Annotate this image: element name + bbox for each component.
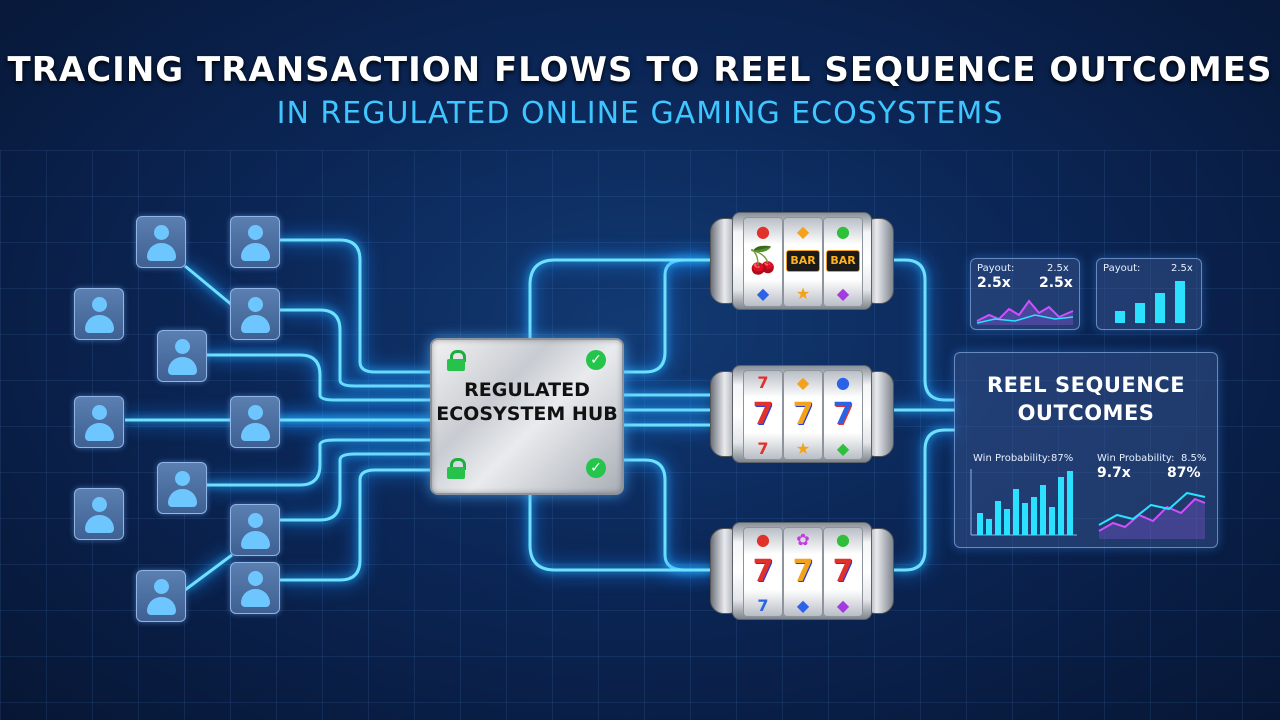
user-icon bbox=[230, 396, 280, 448]
user-icon bbox=[230, 504, 280, 556]
reel: ● 7 ◆ bbox=[823, 370, 863, 460]
outcomes-title: REEL SEQUENCE OUTCOMES bbox=[986, 373, 1186, 425]
reel: ◆ BAR ★ bbox=[783, 217, 823, 307]
reel: ● 🍒 ◆ bbox=[743, 217, 783, 307]
bar-symbol: BAR bbox=[786, 250, 820, 272]
ecosystem-hub: ✓ REGULATED ECOSYSTEM HUB ✓ bbox=[430, 338, 624, 495]
win-probability-value: 87% bbox=[1051, 453, 1074, 464]
seven-symbol: 7 bbox=[832, 397, 854, 432]
payout-small: 2.5x bbox=[1171, 263, 1193, 274]
bar-sparkline bbox=[1115, 281, 1185, 323]
check-icon: ✓ bbox=[586, 350, 606, 370]
reel: ● 7 7 bbox=[743, 527, 783, 617]
cherry-icon: 🍒 bbox=[746, 246, 780, 276]
seven-symbol: 7 bbox=[832, 554, 854, 589]
payout-value: 2.5x bbox=[977, 275, 1011, 291]
win-probability-label: Win Probability: bbox=[973, 453, 1051, 464]
reel: 7 7 7 bbox=[743, 370, 783, 460]
main-title: TRACING TRANSACTION FLOWS TO REEL SEQUEN… bbox=[7, 50, 1273, 90]
line-sparkline bbox=[976, 299, 1074, 325]
user-icon bbox=[230, 216, 280, 268]
win-probability-value: 8.5% bbox=[1181, 453, 1207, 464]
outcome-value: 9.7x bbox=[1097, 465, 1131, 481]
win-probability-label: Win Probability: bbox=[1097, 453, 1175, 464]
bar-symbol: BAR bbox=[826, 250, 860, 272]
reel: ● 7 ◆ bbox=[823, 527, 863, 617]
user-icon bbox=[74, 396, 124, 448]
user-icon bbox=[230, 562, 280, 614]
outcome-value: 87% bbox=[1167, 465, 1201, 481]
reel: ◆ 7 ★ bbox=[783, 370, 823, 460]
reel: ✿ 7 ◆ bbox=[783, 527, 823, 617]
reel-sequence-outcomes-panel: REEL SEQUENCE OUTCOMES Win Probability: … bbox=[954, 352, 1218, 548]
payout-small: 2.5x bbox=[1047, 263, 1069, 274]
check-icon: ✓ bbox=[586, 458, 606, 478]
user-icon bbox=[136, 570, 186, 622]
user-icon bbox=[157, 462, 207, 514]
outcome-bar-chart bbox=[970, 469, 1077, 536]
payout-panel-1: Payout: 2.5x 2.5x 2.5x bbox=[970, 258, 1080, 330]
seven-symbol: 7 bbox=[752, 554, 774, 589]
outcome-line-chart bbox=[1098, 491, 1206, 539]
seven-symbol: 7 bbox=[752, 397, 774, 432]
subtitle: IN REGULATED ONLINE GAMING ECOSYSTEMS bbox=[276, 96, 1004, 131]
payout-label: Payout: bbox=[1103, 263, 1141, 274]
payout-value: 2.5x bbox=[1039, 275, 1073, 291]
lock-icon bbox=[446, 350, 466, 371]
user-icon bbox=[74, 288, 124, 340]
user-icon bbox=[230, 288, 280, 340]
seven-symbol: 7 bbox=[792, 554, 814, 589]
lock-icon bbox=[446, 458, 466, 479]
hub-label: REGULATED ECOSYSTEM HUB bbox=[436, 379, 618, 425]
payout-label: Payout: bbox=[977, 263, 1015, 274]
seven-symbol: 7 bbox=[792, 397, 814, 432]
reel: ● BAR ◆ bbox=[823, 217, 863, 307]
payout-panel-2: Payout: 2.5x bbox=[1096, 258, 1202, 330]
user-icon bbox=[74, 488, 124, 540]
slot-machine-1: ● 🍒 ◆ ◆ BAR ★ ● BAR ◆ bbox=[710, 212, 894, 310]
background-grid bbox=[0, 150, 1280, 720]
slot-machine-2: 7 7 7 ◆ 7 ★ ● 7 ◆ bbox=[710, 365, 894, 463]
user-icon bbox=[136, 216, 186, 268]
slot-machine-3: ● 7 7 ✿ 7 ◆ ● 7 ◆ bbox=[710, 522, 894, 620]
user-icon bbox=[157, 330, 207, 382]
